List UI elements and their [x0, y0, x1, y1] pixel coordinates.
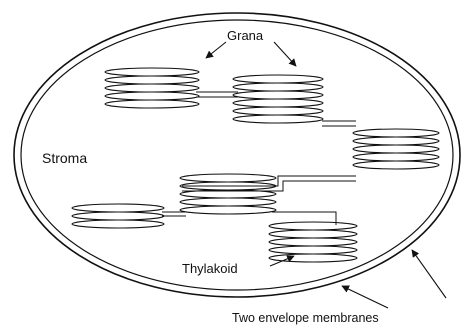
granum — [233, 75, 323, 123]
thylakoid-label: Thylakoid — [182, 261, 238, 276]
membrane-pointer-outer — [412, 250, 446, 298]
granum — [72, 204, 164, 228]
stroma-label: Stroma — [42, 150, 87, 166]
grana-pointer-left — [206, 42, 226, 58]
granum — [105, 68, 199, 108]
granum — [353, 129, 439, 169]
membrane-pointer-inner — [342, 286, 388, 308]
granum — [269, 222, 357, 262]
grana-label: Grana — [227, 28, 264, 43]
granum — [180, 174, 276, 214]
grana-pointer-right — [274, 42, 296, 66]
envelope-membranes-label: Two envelope membranes — [232, 311, 379, 325]
